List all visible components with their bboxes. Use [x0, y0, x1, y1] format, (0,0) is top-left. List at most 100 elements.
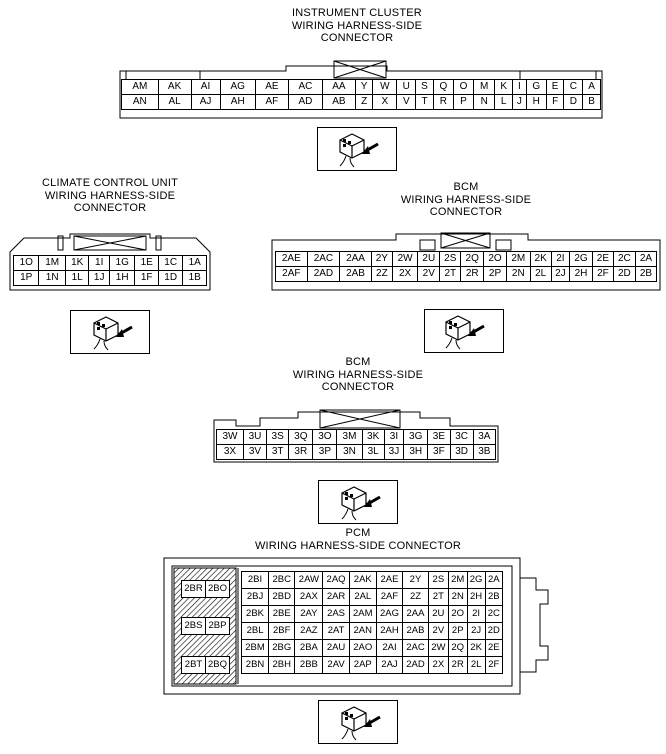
pin: AK — [157, 79, 192, 95]
pin: 2X — [391, 266, 419, 282]
pin: 1L — [64, 270, 90, 286]
pin: X — [372, 94, 398, 110]
pin: 2R — [460, 266, 485, 282]
pin: 2S — [427, 571, 449, 589]
pin: Q — [432, 79, 454, 95]
pin: 2T — [439, 266, 462, 282]
instrument-cluster-title: INSTRUMENT CLUSTER WIRING HARNESS-SIDE C… — [291, 7, 423, 44]
pin: 3Q — [288, 429, 314, 445]
pin: 2P — [483, 266, 507, 282]
pin: 2AE — [375, 571, 404, 589]
pin: 2M — [447, 571, 468, 589]
pin: 2AZ — [294, 622, 324, 640]
pin: F — [545, 94, 565, 110]
connector-plug-icon-frame — [318, 700, 398, 744]
pin: 3T — [266, 444, 290, 460]
pin: 2BN — [240, 656, 270, 674]
pin: 2D — [484, 622, 504, 640]
pin: 3L — [361, 444, 385, 460]
pcm-side-pin: 2BT — [181, 656, 206, 674]
pin: 3G — [403, 429, 429, 445]
pin: 2D — [612, 266, 636, 282]
pin: 2AR — [322, 588, 350, 606]
pin: 1M — [38, 255, 66, 271]
pin: 2O — [483, 251, 507, 267]
bcm3-outline — [213, 409, 499, 463]
pin: 1G — [108, 255, 136, 271]
pin: K — [494, 79, 513, 95]
pin: 3I — [383, 429, 405, 445]
pin: H — [525, 94, 547, 110]
pin: 2AA — [402, 605, 429, 623]
pin: 2K — [466, 639, 486, 657]
pin: 2AX — [294, 588, 324, 606]
pin: 2T — [427, 588, 449, 606]
pin: 1J — [88, 270, 110, 286]
pcm-side-pin: 2BR — [181, 580, 206, 598]
pin: AD — [287, 94, 323, 110]
pin: AM — [121, 79, 159, 95]
instrument-cluster-outline — [119, 60, 603, 119]
pin: AN — [121, 94, 159, 110]
pin: 2BB — [294, 656, 324, 674]
pin: 2BA — [294, 639, 324, 657]
climate-control-outline — [9, 233, 211, 291]
pin: 2AN — [348, 622, 377, 640]
bcm3-title: BCM WIRING HARNESS-SIDE CONNECTOR — [292, 356, 424, 393]
pin: 3H — [403, 444, 429, 460]
pin: AF — [254, 94, 289, 110]
pin: 2L — [529, 266, 552, 282]
pin: 3R — [288, 444, 314, 460]
pin: 1K — [64, 255, 90, 271]
pin: 2J — [466, 622, 486, 640]
pin: I — [512, 79, 527, 95]
pin: 2G — [466, 571, 486, 589]
pin: 2Q — [447, 639, 468, 657]
pin: 1H — [108, 270, 136, 286]
pin: 3D — [449, 444, 474, 460]
pin: 3N — [336, 444, 363, 460]
pin: 1N — [38, 270, 66, 286]
pin: 2AB — [339, 266, 372, 282]
pin: S — [415, 79, 434, 95]
pin: 2BD — [268, 588, 296, 606]
connector-plug-icon-frame — [424, 309, 504, 353]
pin: 2U — [417, 251, 441, 267]
pin: 2W — [391, 251, 419, 267]
pin: M — [473, 79, 496, 95]
pin: AC — [287, 79, 323, 95]
pin: 2AI — [375, 639, 404, 657]
connector-plug-icon-frame — [70, 310, 150, 354]
pin: 2AG — [375, 605, 404, 623]
pin: 2Z — [402, 588, 429, 606]
pin: J — [512, 94, 527, 110]
pin: O — [452, 79, 475, 95]
pin: 2S — [439, 251, 462, 267]
pin: AE — [254, 79, 289, 95]
pin: 2BG — [268, 639, 296, 657]
pin: G — [525, 79, 547, 95]
pin: W — [372, 79, 398, 95]
bcm2-outline — [271, 232, 661, 291]
pin: 3X — [216, 444, 244, 460]
connector-plug-icon-frame — [317, 127, 397, 171]
pin: 3W — [216, 429, 244, 445]
pin: 3M — [336, 429, 363, 445]
pin: B — [582, 94, 601, 110]
pin: 2K — [529, 251, 552, 267]
climate-control-title: CLIMATE CONTROL UNIT WIRING HARNESS-SIDE… — [41, 177, 178, 214]
pin: N — [473, 94, 496, 110]
pin: 2B — [484, 588, 504, 606]
pcm-side-pin: 2BP — [205, 617, 230, 635]
pin: 2AT — [322, 622, 350, 640]
pin: 1A — [182, 255, 207, 271]
